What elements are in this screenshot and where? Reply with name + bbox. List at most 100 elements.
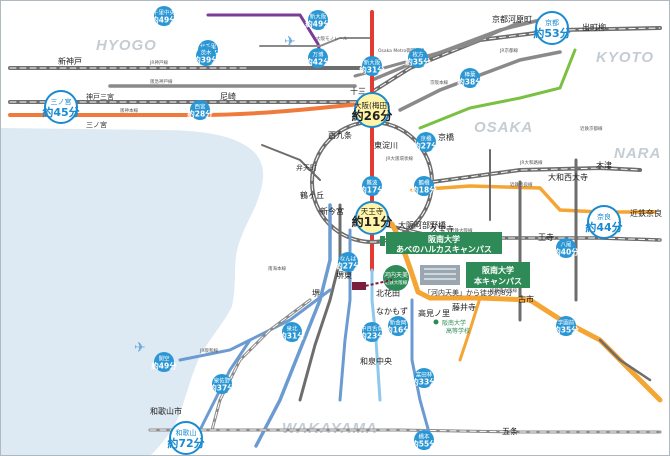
airplane-icon-kansai: ✈	[134, 340, 146, 356]
station-kizu: 木津	[596, 160, 612, 170]
label-hankyu: 阪急神戸線	[150, 78, 173, 85]
nara-time: 約44分	[585, 220, 622, 234]
marker-tennoji[interactable]: 天王寺 約11分	[352, 201, 393, 235]
station-labels: 新神戸 神戸三宮 三ノ宮 尼崎 十三 東淀川 京橋 西九条 弁天町 新今宮 大阪…	[58, 14, 662, 436]
region-hyogo: HYOGO	[96, 37, 157, 54]
time-bubble-name: 新金岡	[390, 319, 407, 327]
marker-sannomiya[interactable]: 三ノ宮 約45分	[42, 90, 80, 124]
label-yamatoji: JR大和路線	[519, 159, 543, 166]
time-bubble-name: 学園前	[558, 319, 575, 327]
station-oji: 王寺	[538, 233, 554, 242]
wakayama-time: 約72分	[167, 436, 204, 450]
time-bubble-minutes: 約17分	[359, 185, 385, 195]
time-bubble-minutes: 約39分	[193, 55, 219, 65]
station-tsurugaoka: 鶴ヶ丘	[300, 190, 324, 200]
station-gojo: 五条	[502, 426, 518, 436]
time-bubble-name: 関空	[158, 355, 170, 363]
time-bubble-minutes: 約35分	[405, 57, 431, 67]
time-bubble-name: 茨木	[200, 49, 212, 57]
sannomiya-name: 三ノ宮	[51, 97, 72, 106]
label-loop: JR大阪環状線	[385, 155, 413, 162]
region-osaka: OSAKA	[474, 119, 533, 136]
campus-main-line2: 本キャンパス	[473, 276, 522, 286]
kawachiamami-line2: (近鉄大阪線)	[383, 279, 409, 286]
time-bubble-name: 万博	[312, 51, 324, 59]
time-bubble-minutes: 約33分	[411, 377, 437, 387]
time-bubble-minutes: 約18分	[411, 185, 437, 195]
kawachiamami-marker[interactable]: 河内天美 (近鉄大阪線)	[383, 265, 409, 291]
highschool-line1: 阪南大学	[442, 319, 466, 327]
time-bubble-minutes: 約49分	[151, 361, 177, 371]
time-bubble-name: 富田林	[416, 371, 433, 379]
time-bubble-minutes: 約49分	[151, 15, 177, 25]
station-benten: 弁天町	[296, 163, 317, 172]
airplane-icon-itami: ✈	[284, 34, 296, 50]
station-takaminosato: 高見ノ里	[418, 308, 450, 318]
station-kitahanada: 北花田	[376, 288, 400, 298]
time-bubble-minutes: 約27分	[335, 261, 361, 271]
nara-name: 奈良	[597, 212, 611, 221]
campus-abeno-line2: あべのハルカスキャンパス	[396, 244, 492, 254]
label-nankai: 南海本線	[268, 265, 286, 272]
station-osakaabenobashi: 大阪阿部野橋	[398, 220, 446, 230]
station-nakamozu: なかもず	[376, 306, 408, 316]
marker-wakayama[interactable]: 和歌山 約72分	[167, 421, 205, 455]
time-bubble-minutes: 約31分	[279, 331, 305, 341]
station-kyobashi: 京橋	[438, 132, 454, 142]
time-bubble-name: 新大阪	[364, 59, 381, 67]
time-bubble-minutes: 約16分	[385, 325, 411, 335]
station-shinkobe: 新神戸	[58, 56, 82, 66]
time-bubble-minutes: 約28分	[187, 109, 213, 119]
campus-main-box[interactable]: 阪南大学 本キャンパス	[466, 262, 530, 288]
marker-nara[interactable]: 奈良 約44分	[585, 205, 623, 239]
time-bubble-minutes: 約40分	[553, 247, 579, 257]
label-midosuji: Osaka Metro御堂筋線	[378, 47, 425, 54]
region-kyoto: KYOTO	[596, 49, 654, 66]
time-bubble-name: 西宮	[194, 103, 206, 111]
region-nara: NARA	[614, 145, 661, 162]
marker-umeda[interactable]: 大阪(梅田) 約26分	[352, 92, 393, 128]
campus-abeno-line1: 阪南大学	[428, 234, 460, 244]
label-monorail: 大阪モノレール	[316, 35, 348, 42]
time-bubble-name: なんば	[340, 255, 357, 263]
time-bubble-minutes: 約37分	[209, 383, 235, 393]
highschool-line2: 高等学校	[446, 327, 470, 335]
label-hanshin: 阪神本線	[120, 107, 138, 114]
bus-note: 「河内天美」から徒歩約8分	[424, 288, 512, 297]
time-bubble-name: 八尾	[560, 242, 572, 249]
sannomiya-time: 約45分	[42, 105, 79, 119]
marker-kyoto[interactable]: 京都 約53分	[533, 11, 571, 45]
station-izumichuo: 和泉中央	[360, 356, 392, 366]
osaka-bay	[0, 128, 264, 456]
station-kintetsunara: 近鉄奈良	[630, 208, 662, 218]
time-bubble-name: 枚方	[412, 51, 424, 59]
wakayama-name: 和歌山	[176, 428, 197, 437]
station-higashiyodogawa: 東淀川	[374, 140, 398, 150]
station-kobesannomiya: 神戸三宮	[86, 92, 114, 101]
time-bubble-name: 泉佐野	[214, 377, 231, 385]
campus-abeno-box[interactable]: 阪南大学 あべのハルカスキャンパス	[386, 232, 502, 254]
